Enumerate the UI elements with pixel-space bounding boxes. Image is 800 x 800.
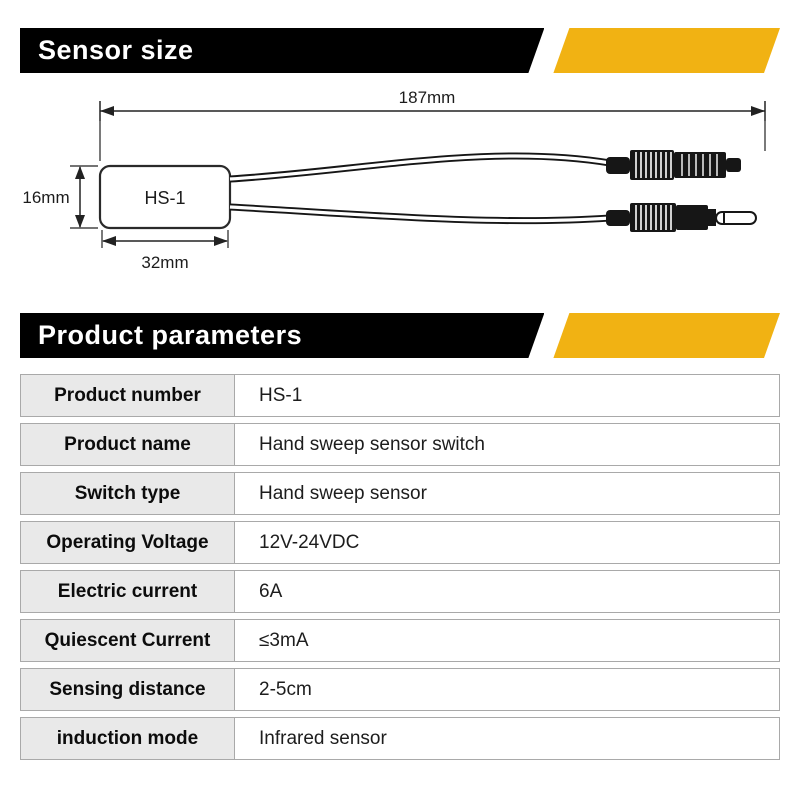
parameter-label: Product number: [20, 374, 235, 417]
table-row: induction mode Infrared sensor: [20, 717, 780, 760]
parameter-label: Product name: [20, 423, 235, 466]
table-row: Switch type Hand sweep sensor: [20, 472, 780, 515]
parameter-label: Operating Voltage: [20, 521, 235, 564]
table-row: Quiescent Current ≤3mA: [20, 619, 780, 662]
total-length-label: 187mm: [399, 88, 456, 107]
table-row: Product name Hand sweep sensor switch: [20, 423, 780, 466]
parameter-value: ≤3mA: [235, 619, 780, 662]
parameter-label: Sensing distance: [20, 668, 235, 711]
sensor-size-banner: Sensor size: [20, 28, 780, 73]
dimension-diagram-svg: 187mm HS-1 16mm: [22, 87, 766, 272]
product-parameters-banner: Product parameters: [20, 313, 780, 358]
table-row: Electric current 6A: [20, 570, 780, 613]
product-parameters-banner-black-bar: Product parameters: [20, 313, 544, 358]
parameter-label: Electric current: [20, 570, 235, 613]
parameter-value: 2-5cm: [235, 668, 780, 711]
parameter-value: Infrared sensor: [235, 717, 780, 760]
sensor-size-banner-accent: [553, 28, 780, 73]
page: Sensor size 187mm HS-1: [20, 0, 780, 760]
dimension-187mm: 187mm: [99, 87, 766, 161]
parameter-value: Hand sweep sensor switch: [235, 423, 780, 466]
dimension-32mm: 32mm: [101, 230, 229, 272]
sensor-dimension-diagram: 187mm HS-1 16mm: [20, 81, 780, 303]
sensor-size-banner-black-bar: Sensor size: [20, 28, 544, 73]
cable-upper: [229, 152, 611, 183]
product-parameters-banner-accent: [553, 313, 780, 358]
sensor-box: HS-1: [98, 164, 232, 230]
table-row: Operating Voltage 12V-24VDC: [20, 521, 780, 564]
parameter-label: Switch type: [20, 472, 235, 515]
cable-lower: [229, 203, 611, 225]
box-height-label: 16mm: [22, 188, 69, 207]
box-width-label: 32mm: [141, 253, 188, 272]
parameter-value: 12V-24VDC: [235, 521, 780, 564]
parameter-value: 6A: [235, 570, 780, 613]
dc-male-connector-icon: [606, 203, 757, 232]
dc-female-connector-icon: [606, 150, 741, 180]
table-row: Sensing distance 2-5cm: [20, 668, 780, 711]
parameter-label: Quiescent Current: [20, 619, 235, 662]
table-row: Product number HS-1: [20, 374, 780, 417]
dimension-16mm: 16mm: [22, 165, 98, 229]
parameter-value: Hand sweep sensor: [235, 472, 780, 515]
sensor-model-label: HS-1: [144, 188, 185, 208]
parameters-table: Product number HS-1 Product name Hand sw…: [20, 374, 780, 760]
sensor-size-title: Sensor size: [38, 35, 194, 65]
product-parameters-title: Product parameters: [38, 320, 303, 350]
parameter-label: induction mode: [20, 717, 235, 760]
parameter-value: HS-1: [235, 374, 780, 417]
